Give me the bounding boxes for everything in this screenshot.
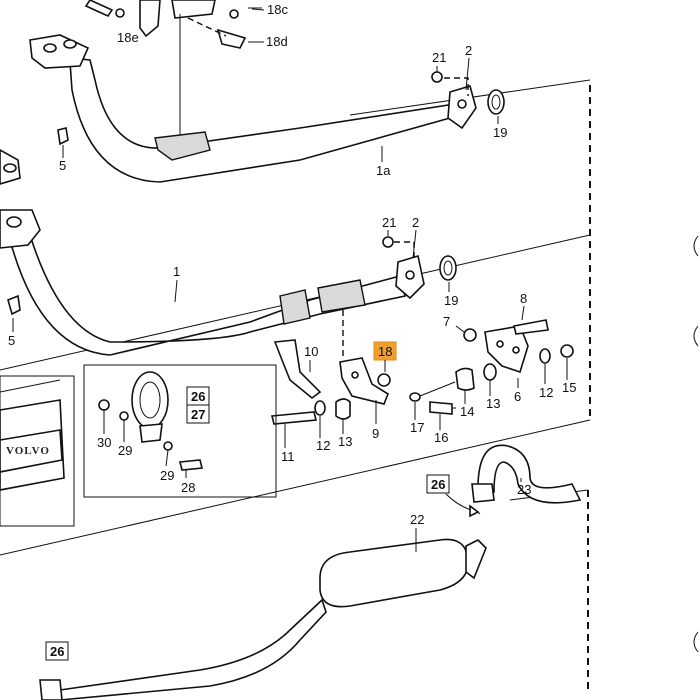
callout-19-upper[interactable]: 19 — [493, 125, 507, 140]
right-edge-fragments — [693, 235, 699, 653]
callout-16[interactable]: 16 — [434, 430, 448, 445]
arrows — [445, 493, 480, 518]
front-pipe-1 — [0, 209, 457, 360]
callout-29-right[interactable]: 29 — [160, 468, 174, 483]
callout-12-left[interactable]: 12 — [316, 438, 330, 453]
callout-26-clamp[interactable]: 26 — [191, 389, 205, 404]
callout-1a[interactable]: 1a — [376, 163, 391, 178]
callout-13-left[interactable]: 13 — [338, 434, 352, 449]
callout-18d[interactable]: 18d — [266, 34, 288, 49]
volvo-logo-text: VOLVO — [6, 445, 50, 457]
callout-6[interactable]: 6 — [514, 389, 521, 404]
callout-18[interactable]: 18 — [378, 344, 392, 359]
callout-21-upper[interactable]: 21 — [432, 50, 446, 65]
leader-lines — [12, 8, 568, 552]
callout-30[interactable]: 30 — [97, 435, 111, 450]
callout-27-box — [186, 404, 210, 424]
callout-26-tail-box — [426, 474, 450, 494]
callout-8[interactable]: 8 — [520, 291, 527, 306]
callout-26-rear[interactable]: 26 — [50, 644, 64, 659]
callout-23[interactable]: 23 — [517, 482, 531, 497]
callout-9[interactable]: 9 — [372, 426, 379, 441]
callout-18e[interactable]: 18e — [117, 30, 139, 45]
top-fragment-parts — [84, 0, 262, 140]
callout-2-lower[interactable]: 2 — [412, 215, 419, 230]
callout-19-lower[interactable]: 19 — [444, 293, 458, 308]
callout-10[interactable]: 10 — [304, 344, 318, 359]
callout-labels: 18c 18d 18e 21 2 19 5 1a 21 2 19 1 5 8 7… — [8, 2, 576, 661]
callout-18c[interactable]: 18c — [267, 2, 288, 17]
callout-29-left[interactable]: 29 — [118, 443, 132, 458]
callout-2-upper[interactable]: 2 — [465, 43, 472, 58]
callout-17[interactable]: 17 — [410, 420, 424, 435]
callout-5-upper[interactable]: 5 — [59, 158, 66, 173]
callout-5-lower[interactable]: 5 — [8, 333, 15, 348]
callout-1[interactable]: 1 — [173, 264, 180, 279]
callout-14[interactable]: 14 — [460, 404, 474, 419]
callout-22[interactable]: 22 — [410, 512, 424, 527]
callout-7[interactable]: 7 — [443, 314, 450, 329]
silencer-22 — [39, 538, 487, 700]
callout-11[interactable]: 11 — [281, 449, 295, 464]
tail-pipe-23 — [469, 444, 582, 515]
callout-13-right[interactable]: 13 — [486, 396, 500, 411]
front-pipe-1a — [0, 34, 505, 185]
callout-26-tail[interactable]: 26 — [431, 477, 445, 492]
callout-12-right[interactable]: 12 — [539, 385, 553, 400]
callout-15[interactable]: 15 — [562, 380, 576, 395]
car-inset-box: VOLVO — [0, 375, 75, 527]
callout-28[interactable]: 28 — [181, 480, 195, 495]
callout-26-rear-box — [45, 641, 69, 661]
hanger-brackets — [270, 319, 574, 425]
callout-21-lower[interactable]: 21 — [382, 215, 396, 230]
callout-27[interactable]: 27 — [191, 407, 205, 422]
clamp-detail-box — [83, 364, 277, 498]
